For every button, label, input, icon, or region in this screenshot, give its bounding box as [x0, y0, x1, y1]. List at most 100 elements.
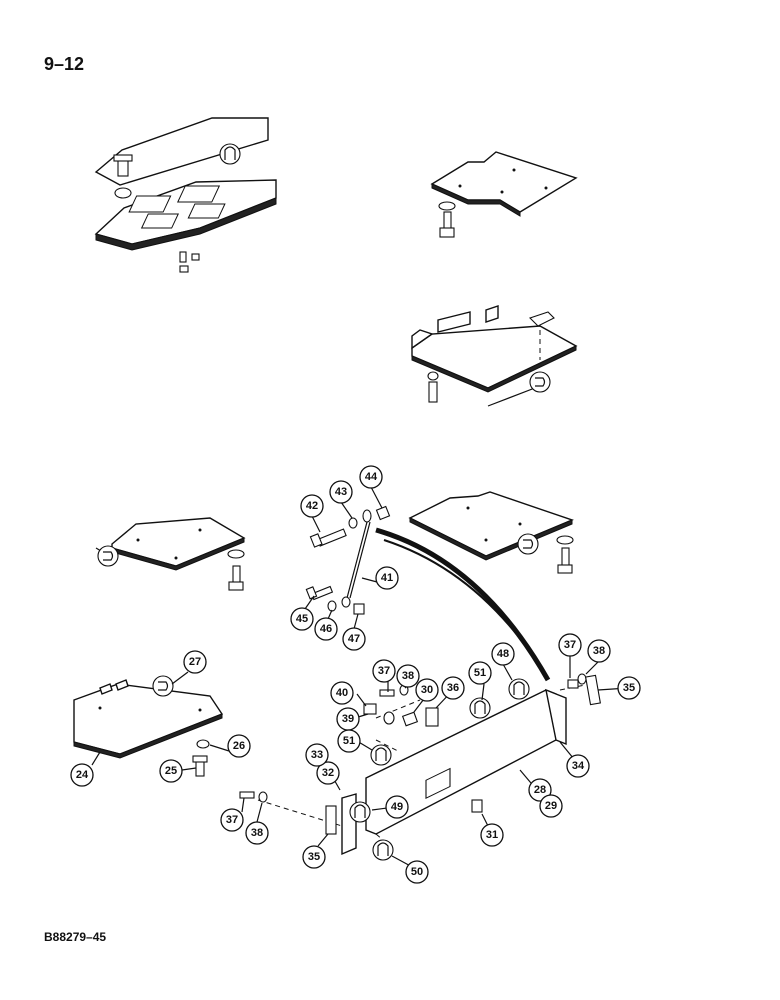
callout-29: 29 [539, 794, 563, 818]
latch-31 [471, 799, 483, 813]
symbol-u-icon [517, 533, 539, 555]
svg-text:32: 32 [322, 767, 334, 779]
plate-tabs [411, 305, 578, 407]
callout-38b: 38 [587, 639, 611, 663]
bolt [117, 159, 129, 177]
cover-plate-right [408, 491, 574, 557]
callout-37b: 37 [558, 633, 582, 657]
callout-30: 30 [415, 678, 439, 702]
svg-text:37: 37 [378, 665, 390, 677]
svg-text:35: 35 [623, 682, 635, 694]
svg-text:51: 51 [474, 667, 486, 679]
figure-code: B88279–45 [44, 930, 107, 944]
callout-50: 50 [405, 860, 429, 884]
svg-text:43: 43 [335, 486, 347, 498]
plate-left-mid [95, 517, 246, 591]
callout-31: 31 [480, 823, 504, 847]
svg-text:50: 50 [411, 866, 423, 878]
svg-text:46: 46 [320, 623, 332, 635]
clip-36 [425, 707, 439, 727]
callout-35b: 35 [302, 845, 326, 869]
svg-text:24: 24 [76, 769, 89, 781]
callout-39: 39 [336, 707, 360, 731]
end-plate-32 [341, 793, 357, 856]
cover-plate-left [111, 517, 246, 567]
callout-36: 36 [441, 676, 465, 700]
svg-text:41: 41 [381, 572, 393, 584]
svg-text:26: 26 [233, 740, 245, 752]
svg-text:37: 37 [564, 639, 576, 651]
callout-27: 27 [183, 650, 207, 674]
svg-text:25: 25 [165, 765, 177, 777]
callout-43: 43 [329, 480, 353, 504]
svg-text:35: 35 [308, 851, 320, 863]
callout-41: 41 [375, 566, 399, 590]
tray-assembly [94, 117, 277, 273]
callout-51b: 51 [337, 729, 361, 753]
callout-25: 25 [159, 759, 183, 783]
svg-text:29: 29 [545, 800, 557, 812]
svg-text:44: 44 [365, 471, 378, 483]
svg-text:27: 27 [189, 656, 201, 668]
svg-text:36: 36 [447, 682, 459, 694]
callout-45: 45 [290, 607, 314, 631]
symbol-rtv-icon [219, 143, 241, 165]
svg-text:31: 31 [486, 829, 498, 841]
svg-text:49: 49 [391, 801, 403, 813]
svg-text:38: 38 [251, 827, 263, 839]
svg-text:28: 28 [534, 784, 546, 796]
callout-44: 44 [359, 465, 383, 489]
svg-text:38: 38 [593, 645, 605, 657]
callout-24: 24 [70, 763, 94, 787]
plate-top-right [430, 151, 578, 238]
symbol-u-icon [152, 675, 174, 697]
callout-38c: 38 [245, 821, 269, 845]
symbol-rtv-icon [469, 697, 491, 719]
callout-51: 51 [468, 661, 492, 685]
callout-38: 38 [396, 664, 420, 688]
svg-text:51: 51 [343, 735, 355, 747]
page-number: 9–12 [44, 54, 85, 74]
panel-assembly [239, 673, 601, 861]
bracket-35 [585, 674, 601, 706]
leader-lines [91, 486, 629, 870]
svg-text:42: 42 [306, 500, 318, 512]
callout-49: 49 [385, 795, 409, 819]
callout-37c: 37 [220, 808, 244, 832]
svg-text:45: 45 [296, 613, 308, 625]
symbol-u-icon [529, 371, 551, 393]
svg-text:33: 33 [311, 749, 323, 761]
svg-text:34: 34 [572, 760, 585, 772]
symbol-rtv-icon [370, 744, 392, 766]
svg-text:47: 47 [348, 633, 360, 645]
plate-24 [73, 675, 224, 777]
bracket-35b [325, 805, 337, 835]
svg-text:37: 37 [226, 814, 238, 826]
callout-26: 26 [227, 734, 251, 758]
callout-33: 33 [305, 743, 329, 767]
callout-35: 35 [617, 676, 641, 700]
washer [114, 187, 132, 199]
svg-text:30: 30 [421, 684, 433, 696]
callout-48: 48 [491, 642, 515, 666]
callout-34: 34 [566, 754, 590, 778]
callout-28: 28 [528, 778, 552, 802]
callout-47: 47 [342, 627, 366, 651]
callout-37: 37 [372, 659, 396, 683]
svg-text:40: 40 [336, 687, 348, 699]
plate-right-mid [408, 491, 574, 574]
ground-strap-41 [346, 521, 368, 599]
callout-46: 46 [314, 617, 338, 641]
svg-text:38: 38 [402, 670, 414, 682]
callout-40: 40 [330, 681, 354, 705]
symbol-u-icon [97, 545, 119, 567]
ground-strap-hardware [305, 505, 551, 682]
symbol-rtv-icon [372, 839, 394, 861]
svg-text:48: 48 [497, 648, 509, 660]
symbol-rtv-icon [349, 801, 371, 823]
mat-cover [94, 117, 269, 186]
svg-text:39: 39 [342, 713, 354, 725]
callout-32: 32 [316, 761, 340, 785]
symbol-rtv-icon [508, 678, 530, 700]
